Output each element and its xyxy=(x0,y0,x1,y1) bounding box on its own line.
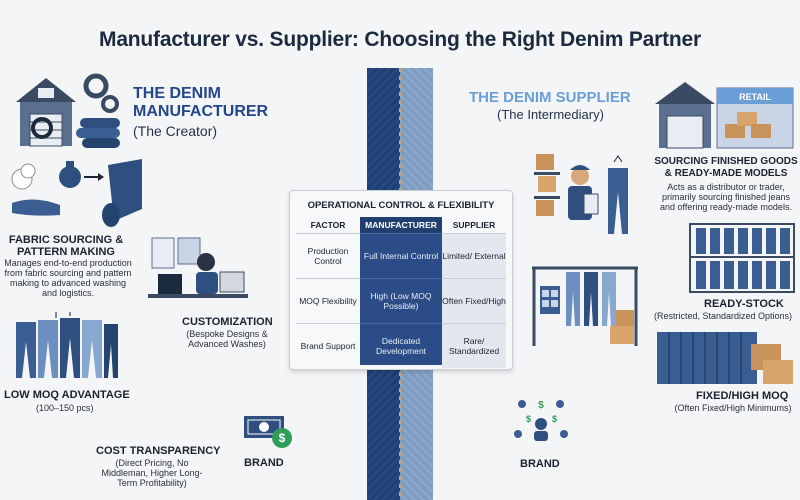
factory-icon xyxy=(16,73,120,148)
table-title: OPERATIONAL CONTROL & FLEXIBILITY xyxy=(307,200,495,211)
factor-column: FACTOR Production Control MOQ Flexibilit… xyxy=(296,217,360,368)
cost-transparency-desc: (Direct Pricing, No Middleman, Higher Lo… xyxy=(101,458,203,488)
header-factor: FACTOR xyxy=(310,220,346,230)
low-moq-title: LOW MOQ ADVANTAGE xyxy=(4,389,130,401)
svg-text:$: $ xyxy=(538,400,544,411)
table-cell: Production Control xyxy=(296,233,360,278)
fabric-sourcing-desc: Manages end-to-end production from fabri… xyxy=(4,258,132,298)
ready-stock-desc: (Restricted, Standardized Options) xyxy=(653,311,793,321)
supplier-brand-label: BRAND xyxy=(520,458,560,470)
table-cell: MOQ Flexibility xyxy=(296,278,360,323)
retail-store-icon: RETAIL xyxy=(655,82,794,149)
table-cell: Full Internal Control xyxy=(360,233,442,278)
table-cell: Often Fixed/High xyxy=(442,278,506,323)
comparison-table: OPERATIONAL CONTROL & FLEXIBILITY FACTOR… xyxy=(289,190,513,370)
manufacturer-column: MANUFACTURER Full Internal Control High … xyxy=(360,217,442,365)
supplier-worker-icon xyxy=(534,154,628,234)
clothing-rack-icon xyxy=(532,266,638,346)
customization-title: CUSTOMIZATION xyxy=(182,316,273,328)
supplier-subtitle: (The Intermediary) xyxy=(497,107,604,122)
supplier-heading: THE DENIM SUPPLIER xyxy=(469,89,631,106)
sourcing-title: SOURCING FINISHED GOODS & READY-MADE MOD… xyxy=(652,156,800,180)
manufacturer-heading-line1: THE DENIM xyxy=(133,85,221,102)
manufacturer-heading-line2: MANUFACTURER xyxy=(133,103,269,120)
table-cell: Limited/ External xyxy=(442,233,506,278)
manufacturer-subtitle: (The Creator) xyxy=(133,123,218,139)
shipping-container-icon xyxy=(657,332,793,384)
header-supplier: SUPPLIER xyxy=(452,220,496,230)
svg-text:$: $ xyxy=(526,414,531,424)
table-cell: High (Low MOQ Possible) xyxy=(360,278,442,323)
fabric-title-line1: FABRIC SOURCING & xyxy=(8,234,124,246)
sourcing-title-line1: SOURCING FINISHED GOODS xyxy=(654,156,798,167)
customization-desc: (Bespoke Designs & Advanced Washes) xyxy=(186,329,268,349)
supplier-column: SUPPLIER Limited/ External Often Fixed/H… xyxy=(442,217,506,368)
table-cell: Rare/ Standardized xyxy=(442,323,506,368)
fabric-title-line2: PATTERN MAKING xyxy=(17,246,115,258)
retail-sign: RETAIL xyxy=(739,92,771,102)
manufacturer-heading: THE DENIM MANUFACTURER xyxy=(133,85,268,121)
money-icon: $ xyxy=(244,416,292,448)
designer-workstation-icon xyxy=(148,237,248,298)
ready-stock-title: READY-STOCK xyxy=(704,298,784,310)
jeans-stack-icon xyxy=(16,312,118,378)
sourcing-title-line2: & READY-MADE MODELS xyxy=(664,168,788,179)
fabric-sourcing-icon xyxy=(11,159,142,227)
cost-transparency-title: COST TRANSPARENCY xyxy=(96,445,221,457)
svg-text:$: $ xyxy=(552,414,557,424)
fixed-moq-desc: (Often Fixed/High Minimums) xyxy=(674,403,792,413)
svg-text:$: $ xyxy=(279,431,286,445)
page-title: Manufacturer vs. Supplier: Choosing the … xyxy=(99,28,701,51)
header-manufacturer: MANUFACTURER xyxy=(360,217,442,233)
table-cell: Brand Support xyxy=(296,323,360,368)
sourcing-desc: Acts as a distributor or trader, primari… xyxy=(660,182,792,212)
ready-stock-shelf-icon xyxy=(689,223,795,293)
fixed-moq-title: FIXED/HIGH MOQ xyxy=(696,390,789,402)
low-moq-desc: (100–150 pcs) xyxy=(36,403,94,413)
table-cell: Dedicated Development xyxy=(360,323,442,368)
supplier-network-icon: $ $ $ xyxy=(514,400,568,441)
fabric-sourcing-title: FABRIC SOURCING & PATTERN MAKING xyxy=(6,234,126,258)
manufacturer-brand-label: BRAND xyxy=(244,457,284,469)
